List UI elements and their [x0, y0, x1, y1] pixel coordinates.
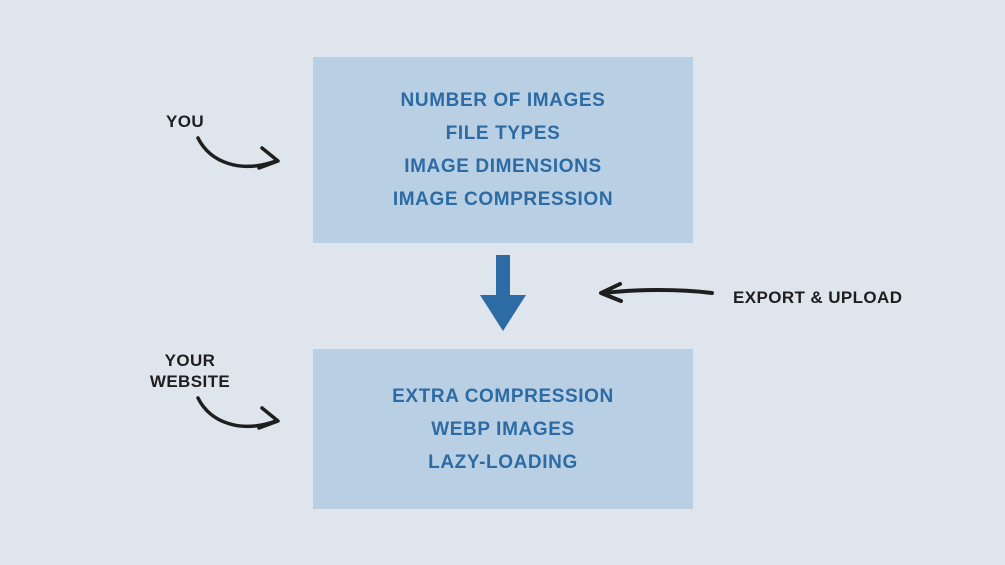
your-website-label: YOUR WEBSITE: [149, 351, 231, 391]
down-arrow-icon: [480, 255, 526, 331]
top-box-line: IMAGE DIMENSIONS: [404, 156, 602, 177]
bottom-box-line: WEBP IMAGES: [431, 418, 575, 440]
bottom-box-line: LAZY-LOADING: [428, 451, 578, 473]
you-curved-arrow-icon: [196, 136, 280, 170]
bottom-box-line: EXTRA COMPRESSION: [392, 385, 614, 407]
you-label: YOU: [165, 112, 205, 131]
export-upload-arrow-icon: [599, 282, 714, 303]
export-upload-label: EXPORT & UPLOAD: [733, 288, 903, 307]
top-box: NUMBER OF IMAGES FILE TYPES IMAGE DIMENS…: [313, 57, 693, 243]
top-box-line: IMAGE COMPRESSION: [392, 189, 614, 210]
bottom-box: EXTRA COMPRESSION WEBP IMAGES LAZY-LOADI…: [313, 349, 693, 509]
top-box-line: NUMBER OF IMAGES: [400, 90, 606, 111]
top-box-line: FILE TYPES: [445, 123, 561, 144]
your-website-curved-arrow-icon: [196, 396, 280, 430]
